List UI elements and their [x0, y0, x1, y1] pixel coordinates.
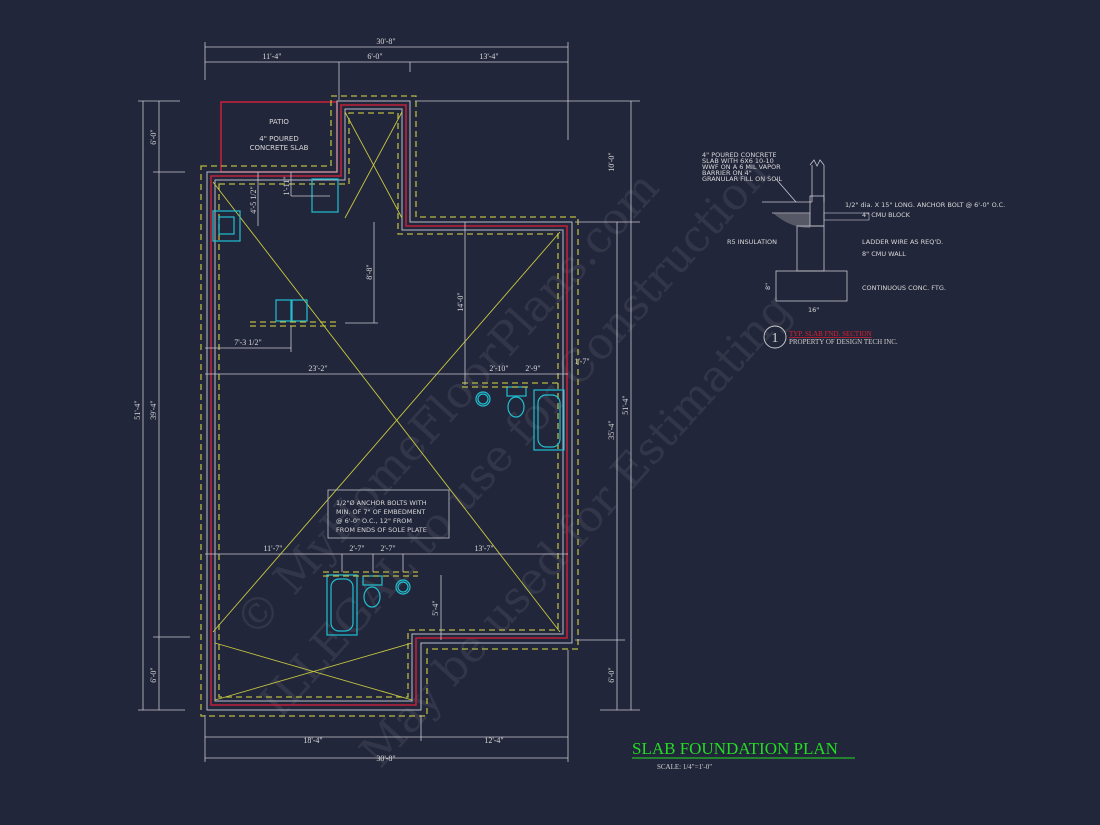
dim-bottom-right: 12'-4": [484, 736, 503, 745]
watermark-line-1: © MyHomeFloorPlans.com: [225, 162, 669, 647]
watermark-line-2: ILLEGAL to use for Construction: [250, 148, 779, 728]
dim-14-0: 14'-0": [456, 292, 465, 311]
plumbing-fixtures: [212, 178, 565, 636]
dim-2-7a: 2'-7": [349, 544, 364, 553]
dim-left-overall: 51'-4": [133, 400, 142, 419]
dim-7-3: 7'-3 1/2": [234, 338, 262, 347]
drawing-scale: SCALE: 1/4"=1'-0": [657, 763, 712, 771]
svg-text:R5 INSULATION: R5 INSULATION: [727, 238, 777, 246]
svg-text:MIN. OF 7" OF EMBEDMENT: MIN. OF 7" OF EMBEDMENT: [336, 508, 425, 516]
patio-label: PATIO: [269, 118, 289, 126]
dim-top-right: 13'-4": [479, 52, 498, 61]
water-heater-icon: [311, 178, 339, 213]
svg-text:8" CMU WALL: 8" CMU WALL: [862, 250, 906, 258]
dim-top-overall: 30'-8": [376, 37, 395, 46]
dim-left-patio: 6'-0": [149, 129, 158, 144]
svg-text:16": 16": [808, 306, 819, 314]
dim-left-bottom: 6'-0": [149, 667, 158, 682]
bathtub-icon: [533, 389, 565, 451]
svg-text:FROM ENDS OF SOLE PLATE: FROM ENDS OF SOLE PLATE: [336, 526, 427, 534]
floor-drain-icon: [212, 210, 241, 242]
dim-right-overall: 51'-4": [621, 395, 630, 414]
svg-text:4" POURED CONCRETE: 4" POURED CONCRETE: [702, 151, 776, 159]
svg-text:WWF ON A 6 MIL VAPOR: WWF ON A 6 MIL VAPOR: [702, 163, 781, 171]
dim-23-2: 23'-2": [308, 364, 327, 373]
dim-top-left: 11'-4": [262, 52, 281, 61]
slab-section-detail: 4" POURED CONCRETE SLAB WITH 6X6 10-10 W…: [702, 151, 1005, 349]
dim-bottom-left: 18'-4": [303, 736, 322, 745]
svg-text:1/2"Ø ANCHOR BOLTS WITH: 1/2"Ø ANCHOR BOLTS WITH: [336, 499, 427, 507]
toilet-icon: [362, 575, 383, 586]
dim-2-9: 2'-9": [525, 364, 540, 373]
anchor-bolt-note: 1/2"Ø ANCHOR BOLTS WITH MIN. OF 7" OF EM…: [327, 489, 450, 539]
dimension-lines: [138, 42, 640, 762]
svg-text:4" CMU BLOCK: 4" CMU BLOCK: [862, 211, 911, 219]
svg-text:BARRIER ON 4": BARRIER ON 4": [702, 169, 752, 177]
laundry-icon: [275, 299, 292, 322]
patio-note-2: CONCRETE SLAB: [250, 144, 309, 152]
bathtub-icon: [326, 574, 358, 636]
svg-text:8": 8": [764, 283, 772, 290]
dim-top-mid: 6'-0": [367, 52, 382, 61]
dim-2-7b: 2'-7": [380, 544, 395, 553]
patio-note-1: 4" POURED: [259, 135, 298, 143]
dim-left-main: 39'-4": [149, 400, 158, 419]
section-title: TYP. SLAB FND. SECTION: [789, 330, 872, 338]
svg-text:GRANULAR FILL ON SOIL: GRANULAR FILL ON SOIL: [702, 175, 782, 183]
dim-4-5: 4'-5 1/2": [249, 186, 258, 214]
dim-bottom-overall: 30'-8": [376, 754, 395, 763]
svg-text:1/2" dia. X 15" LONG. ANCHOR B: 1/2" dia. X 15" LONG. ANCHOR BOLT @ 6'-0…: [845, 201, 1005, 209]
dim-right-bottom: 6'-0": [607, 667, 616, 682]
section-number-circle: [763, 325, 787, 349]
footing-icon: [775, 270, 848, 302]
svg-text:SLAB WITH 6X6 10-10: SLAB WITH 6X6 10-10: [702, 157, 774, 165]
svg-text:LADDER WIRE AS REQ'D.: LADDER WIRE AS REQ'D.: [862, 238, 943, 246]
dim-11-7: 11'-7": [263, 544, 282, 553]
section-property: PROPERTY OF DESIGN TECH INC.: [789, 338, 898, 346]
drawing-title: SLAB FOUNDATION PLAN: [632, 739, 838, 758]
dimension-labels: 30'-8" 11'-4" 6'-0" 13'-4" 51'-4" 6'-0" …: [133, 37, 630, 763]
dim-1-7: 1'-7": [574, 357, 589, 366]
slab-cross-lines: [212, 111, 561, 701]
svg-text:CONTINUOUS CONC. FTG.: CONTINUOUS CONC. FTG.: [862, 284, 946, 292]
sink-icon: [395, 579, 411, 595]
dim-8-8: 8'-8": [365, 264, 374, 279]
dim-5-4: 5'-4": [431, 600, 440, 615]
dim-right-top: 10'-0": [607, 152, 616, 171]
dim-right-main: 35'-4": [607, 420, 616, 439]
dim-13-7: 13'-7": [474, 544, 493, 553]
watermark: © MyHomeFloorPlans.com ILLEGAL to use fo…: [225, 148, 801, 778]
dim-2-10: 2'-10": [489, 364, 508, 373]
svg-text:@ 6'-0" O.C., 12" FROM: @ 6'-0" O.C., 12" FROM: [336, 517, 412, 525]
section-number: 1: [772, 331, 779, 346]
dim-1-11: 1'-11": [282, 176, 291, 195]
sink-icon: [475, 391, 491, 407]
